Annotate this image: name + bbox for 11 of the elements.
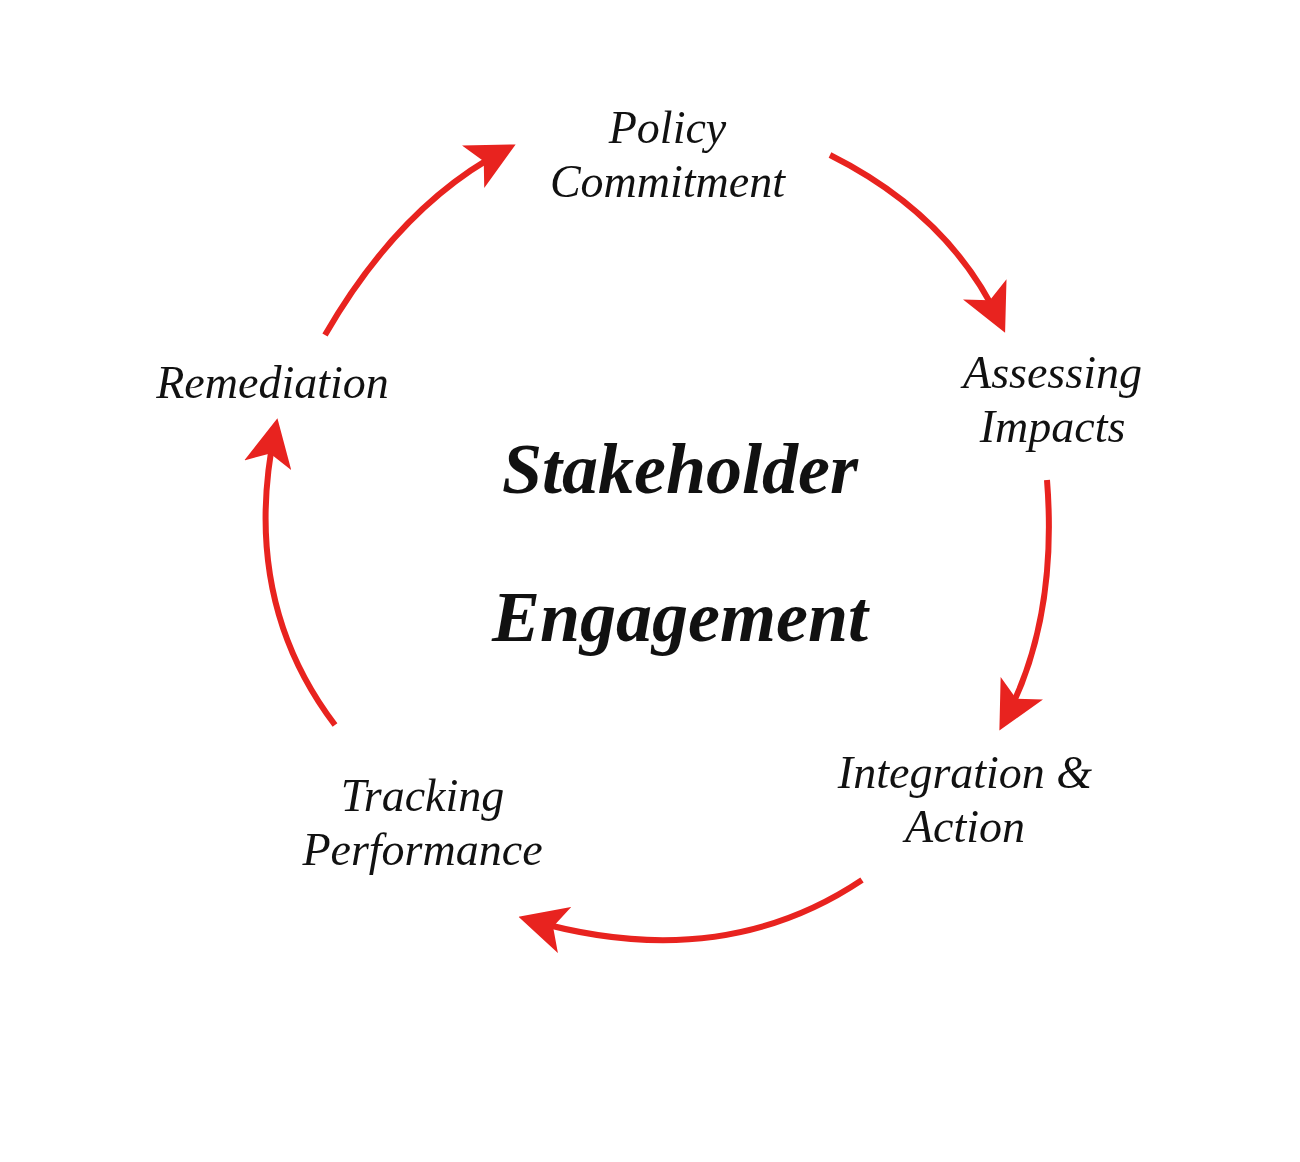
step-label: Remediation xyxy=(156,355,389,410)
curved-arrow xyxy=(518,877,864,953)
diagram-title: Stakeholder Engagement xyxy=(490,428,871,659)
curved-arrow xyxy=(245,418,338,727)
curved-arrow xyxy=(322,144,516,337)
curved-arrow xyxy=(999,479,1052,731)
step-label: Policy Commitment xyxy=(548,101,787,209)
step-label: Assessing Impacts xyxy=(930,346,1175,454)
step-label: Tracking Performance xyxy=(301,768,544,877)
step-label: Integration & Action xyxy=(836,746,1094,854)
curved-arrow xyxy=(828,152,1006,333)
